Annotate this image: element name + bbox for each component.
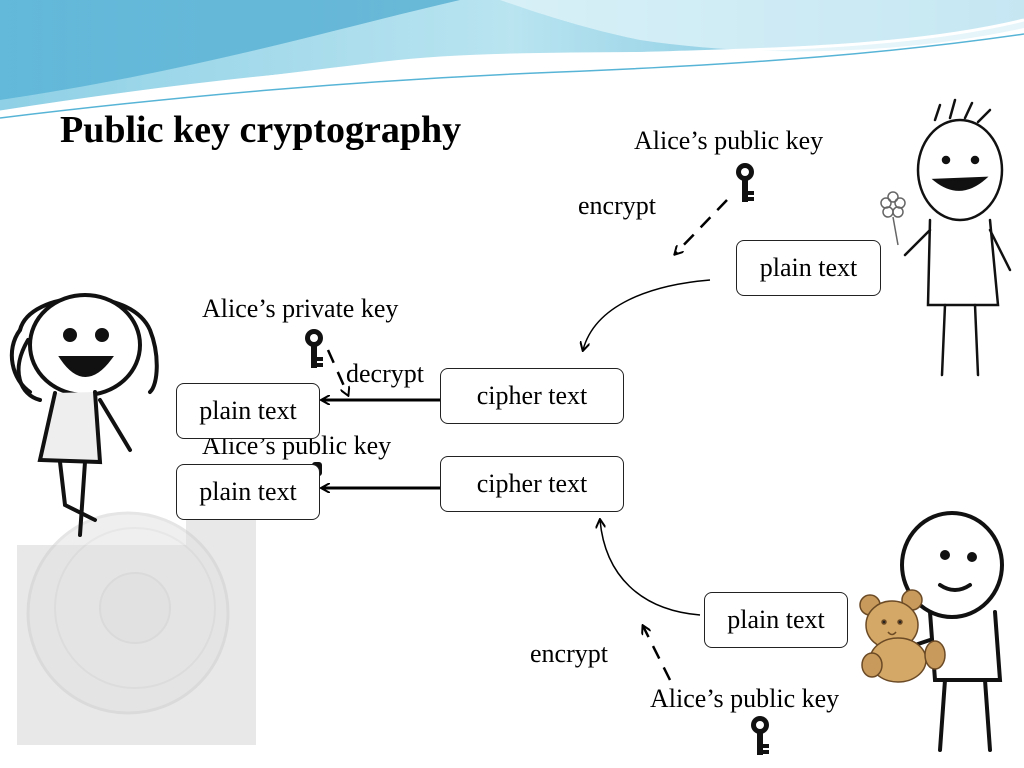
- label-decrypt: decrypt: [346, 359, 424, 388]
- plain-text-box-left-upper: plain text: [176, 383, 320, 439]
- box-label: plain text: [199, 477, 297, 506]
- box-label: cipher text: [476, 469, 588, 498]
- cipher-text-box-upper: cipher text: [440, 368, 624, 424]
- label-alice-public-key-top: Alice’s public key: [634, 126, 824, 155]
- slide-title: Public key cryptography: [60, 109, 462, 151]
- cipher-text-box-lower: cipher text: [440, 456, 624, 512]
- lock-icon: [26, 511, 230, 715]
- plain-text-box-bottom-right: plain text: [704, 592, 848, 648]
- label-alice-private-key: Alice’s private key: [202, 294, 399, 323]
- key-icon: [736, 163, 754, 202]
- curve-arrow-top: [583, 279, 711, 350]
- plain-text-box-top-right: plain text: [736, 240, 881, 296]
- stick-figure-alice: [9, 293, 159, 537]
- box-label: plain text: [199, 396, 297, 425]
- box-label: cipher text: [476, 381, 588, 410]
- key-icon: [305, 329, 323, 368]
- box-label: plain text: [759, 253, 858, 282]
- label-alice-public-key-bottom: Alice’s public key: [650, 684, 840, 713]
- stick-figure-bottom-right: [898, 511, 1004, 752]
- label-encrypt-top: encrypt: [578, 191, 656, 220]
- encrypt-arrow-bottom: [643, 626, 672, 681]
- decrypt-arrow: [326, 349, 348, 395]
- box-label: plain text: [727, 605, 825, 634]
- flower-icon: [880, 191, 906, 246]
- encrypt-arrow-top: [675, 199, 728, 254]
- plain-text-box-left-lower: plain text: [176, 464, 320, 520]
- teddy-bear-icon: [859, 589, 946, 683]
- stick-figure-top-right: [903, 98, 1012, 377]
- header-wave-decoration: [0, 0, 1024, 119]
- curve-arrow-bottom: [600, 520, 701, 616]
- key-icon: [751, 716, 769, 755]
- label-encrypt-bottom: encrypt: [530, 639, 608, 668]
